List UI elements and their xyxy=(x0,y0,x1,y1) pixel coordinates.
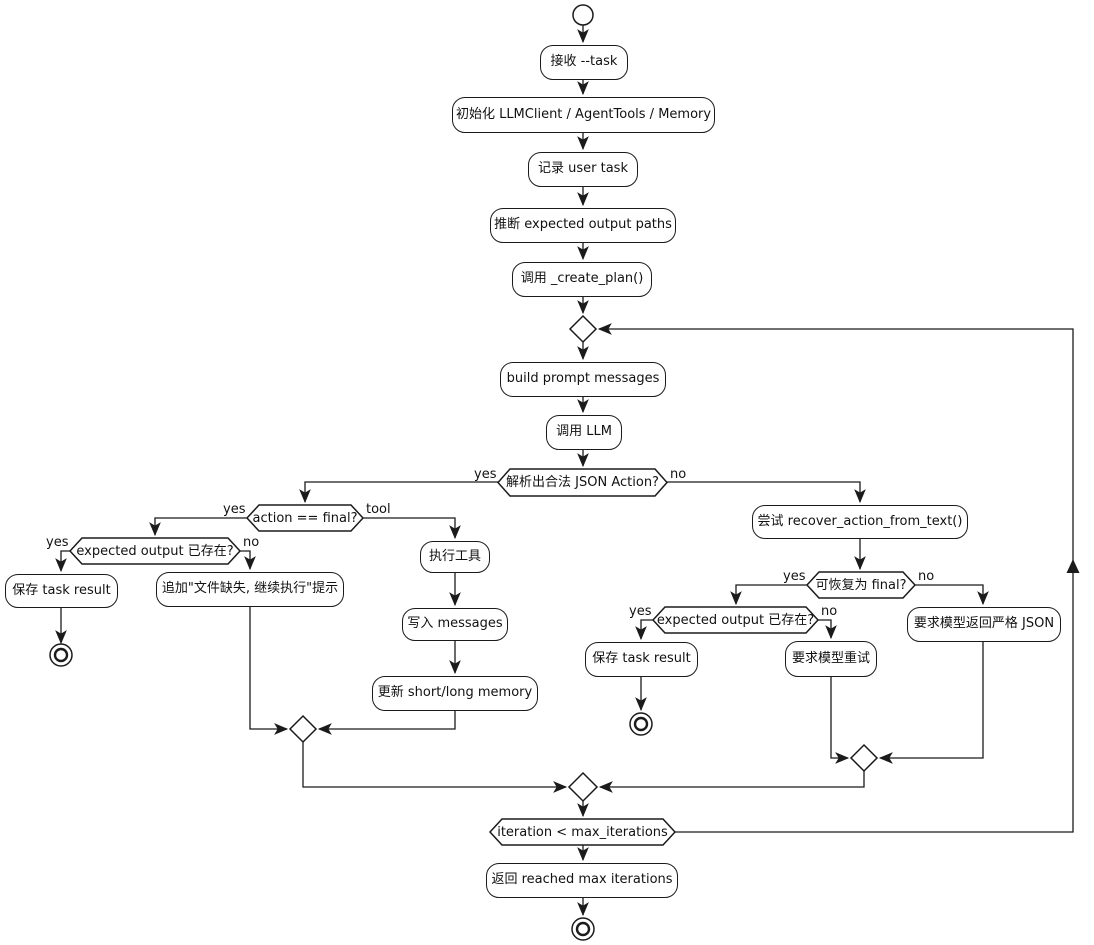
activity-save-task-result-left: 保存 task result xyxy=(5,574,118,608)
decision-expected-exists-left-label: expected output 已存在? xyxy=(76,543,234,559)
merge-diamond-center xyxy=(567,771,599,803)
activity-ask-strict-json: 要求模型返回严格 JSON xyxy=(907,607,1061,642)
activity-infer-expected-paths: 推断 expected output paths xyxy=(490,208,676,243)
activity-record-user-task: 记录 user task xyxy=(528,152,638,187)
end-node-bottom-inner-icon xyxy=(575,921,591,937)
merge-diamond-left xyxy=(288,714,318,744)
decision-expected-exists-right-shape xyxy=(651,606,820,634)
decision-iteration-shape xyxy=(488,818,677,846)
end-node-left-inner-icon xyxy=(53,647,69,663)
decision-action-final-label: action == final? xyxy=(252,510,358,526)
activity-exec-tool: 执行工具 xyxy=(420,541,490,573)
activity-try-recover: 尝试 recover_action_from_text() xyxy=(752,505,968,539)
edge-exists-right-no xyxy=(818,619,837,640)
edge-label-exists-left-yes: yes xyxy=(46,535,69,550)
activity-build-prompt: build prompt messages xyxy=(500,362,666,397)
edge-final-yes xyxy=(149,517,247,537)
activity-write-messages: 写入 messages xyxy=(402,608,508,641)
activity-call-llm: 调用 LLM xyxy=(546,415,622,450)
end-node-right-inner-icon xyxy=(633,716,649,732)
start-node-icon xyxy=(572,4,594,26)
decision-parse-json-shape xyxy=(496,468,669,497)
activity-return-max-iterations: 返回 reached max iterations xyxy=(486,863,678,898)
activity-ask-model-retry: 要求模型重试 xyxy=(785,641,877,677)
merge-diamond-top xyxy=(568,314,598,344)
edge-label-exists-right-yes: yes xyxy=(629,604,652,619)
decision-parse-json-label: 解析出合法 JSON Action? xyxy=(506,475,659,490)
edge-label-parse-yes: yes xyxy=(474,467,497,482)
activity-init-clients: 初始化 LLMClient / AgentTools / Memory xyxy=(452,97,715,133)
edge-exists-left-no xyxy=(240,550,256,571)
edge-strictjson-merge xyxy=(878,642,984,764)
edge-exists-right-yes xyxy=(635,619,653,641)
decision-iteration-label: iteration < max_iterations xyxy=(497,824,668,840)
edge-exists-left-yes xyxy=(55,550,70,573)
edge-leftmerge-centermerge xyxy=(302,742,568,793)
edge-label-recover-yes: yes xyxy=(783,569,806,584)
activity-create-plan: 调用 _create_plan() xyxy=(512,262,652,297)
edge-label-parse-no: no xyxy=(670,467,687,482)
edge-label-recover-no: no xyxy=(918,569,935,584)
edge-parse-no xyxy=(667,481,866,504)
decision-action-final-shape xyxy=(245,504,365,532)
edge-parse-yes xyxy=(299,481,498,504)
edge-recover-no xyxy=(915,584,989,606)
edge-recover-yes xyxy=(730,584,807,606)
edge-memory-merge xyxy=(317,711,456,735)
edge-label-final-tool: tool xyxy=(366,502,391,517)
loop-mid-arrow-icon xyxy=(1066,559,1080,573)
edge-rightmerge-centermerge xyxy=(598,771,865,793)
decision-expected-exists-right-label: expected output 已存在? xyxy=(656,612,815,628)
edge-retry-merge xyxy=(830,677,850,764)
edge-label-final-yes: yes xyxy=(223,502,246,517)
edge-label-exists-right-no: no xyxy=(821,604,838,619)
edge-loop-back xyxy=(597,323,1074,833)
activity-save-task-result-right: 保存 task result xyxy=(585,642,698,677)
activity-receive-task: 接收 --task xyxy=(540,45,628,80)
edge-append-merge xyxy=(249,607,289,735)
activity-update-memory: 更新 short/long memory xyxy=(372,676,538,711)
merge-diamond-right xyxy=(849,743,879,773)
decision-expected-exists-left-shape xyxy=(68,537,242,565)
activity-append-missing-hint: 追加"文件缺失, 继续执行"提示 xyxy=(156,572,344,607)
decision-recoverable-label: 可恢复为 final? xyxy=(815,577,907,593)
edge-final-tool xyxy=(363,517,461,540)
edge-label-exists-left-no: no xyxy=(243,535,260,550)
decision-recoverable-shape xyxy=(805,571,917,599)
